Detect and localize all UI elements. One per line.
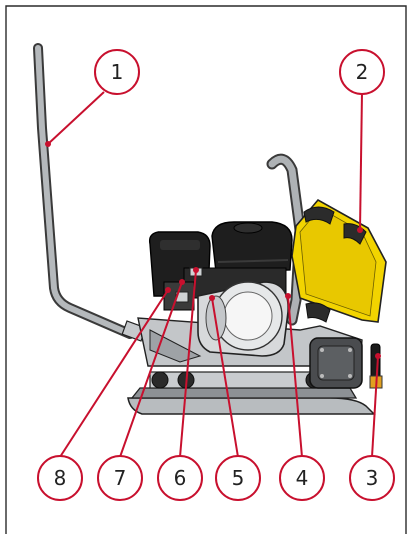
callout-2: 2 — [339, 49, 385, 95]
leader-lines — [47, 91, 379, 458]
callout-1: 1 — [94, 49, 140, 95]
callout-label-8: 8 — [54, 466, 67, 490]
callout-6: 6 — [157, 455, 203, 501]
leader-line-6 — [179, 269, 197, 458]
callout-label-6: 6 — [174, 466, 187, 490]
callout-5: 5 — [215, 455, 261, 501]
water-tank — [291, 198, 387, 323]
callout-label-2: 2 — [356, 60, 369, 84]
frame-border — [5, 5, 407, 534]
callout-3: 3 — [349, 455, 395, 501]
leader-line-1 — [47, 91, 105, 145]
leader-line-4 — [287, 295, 303, 458]
leader-line-8 — [59, 289, 169, 458]
callout-label-5: 5 — [232, 466, 245, 490]
rear-frame-bar — [266, 153, 306, 326]
leader-line-5 — [211, 297, 239, 458]
callout-label-3: 3 — [366, 466, 379, 490]
belt-guard — [197, 281, 289, 357]
callout-label-7: 7 — [114, 466, 127, 490]
leader-line-2 — [359, 91, 363, 231]
callout-4: 4 — [279, 455, 325, 501]
handle — [33, 43, 147, 342]
callout-7: 7 — [97, 455, 143, 501]
callout-8: 8 — [37, 455, 83, 501]
leader-dots — [45, 141, 381, 359]
leader-line-7 — [119, 281, 183, 458]
leader-line-3 — [371, 355, 379, 458]
callout-label-1: 1 — [111, 60, 124, 84]
callout-label-4: 4 — [296, 466, 309, 490]
exciter-housing — [309, 337, 363, 389]
engine-fuel-tank — [211, 221, 293, 273]
machine-illustration — [33, 43, 387, 415]
